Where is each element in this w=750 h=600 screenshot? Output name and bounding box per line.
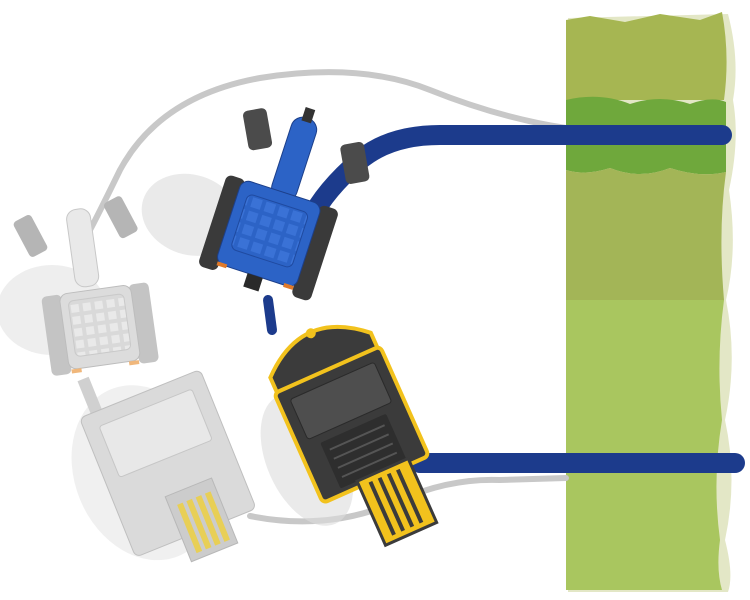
ghost-light-left — [71, 368, 82, 374]
ghost-baler-panel — [99, 389, 212, 478]
rear-hitch — [243, 273, 263, 292]
ghost-tractor — [0, 196, 159, 376]
ghost-bale-slats — [177, 491, 230, 554]
ghost-hood — [66, 208, 100, 288]
baler-nose — [268, 324, 382, 399]
ghost-light-right — [128, 360, 140, 366]
field-lower-section — [566, 300, 724, 590]
ghost-front-tire-left — [13, 214, 48, 257]
baler-hitch-point — [305, 328, 316, 339]
bale-slats — [368, 468, 424, 536]
ghost-path-outbound — [87, 69, 569, 233]
front-hitch — [301, 107, 316, 124]
crop-field — [566, 12, 736, 592]
baler-intake — [320, 414, 406, 488]
front-tire-right — [340, 141, 370, 184]
rear-track-right — [292, 205, 338, 301]
ghost-roof — [68, 293, 132, 357]
rear-light-left — [216, 261, 228, 269]
ghost-rear-tire-left — [41, 294, 72, 376]
field-upper-section — [566, 12, 727, 100]
ghost-baler — [71, 370, 255, 563]
active-baler — [260, 324, 439, 548]
field-middle-section — [566, 168, 726, 300]
rear-track-left — [199, 175, 245, 270]
front-tire-left — [243, 108, 273, 151]
baler-rollers — [329, 424, 398, 478]
cab-roof — [231, 194, 309, 268]
ghost-front-tire-right — [103, 196, 138, 239]
bale-chute — [355, 456, 439, 548]
active-tractor — [141, 107, 370, 301]
rear-light-right — [283, 283, 294, 290]
baler-panel — [290, 362, 392, 440]
ghost-drawbar — [77, 376, 104, 419]
active-hitch-line — [263, 295, 277, 335]
ghost-rear-tire-right — [128, 282, 159, 364]
